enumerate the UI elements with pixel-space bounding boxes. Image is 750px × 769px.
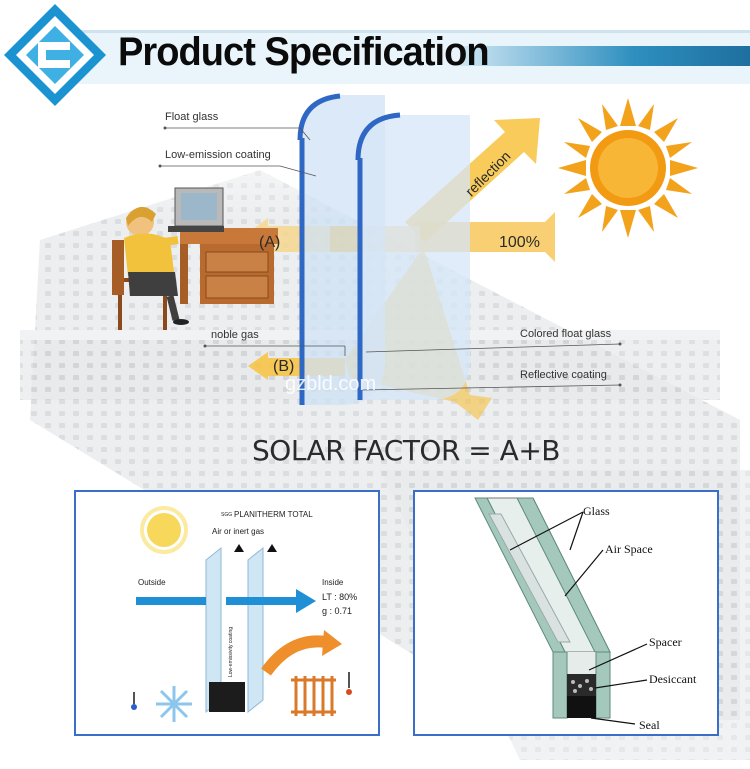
planitherm-panel: SGG PLANITHERM TOTAL Air or inert gas Ou… — [74, 490, 380, 736]
sun-icon — [558, 98, 698, 238]
noble-gas-label: noble gas — [211, 329, 259, 341]
transmission-arrow — [296, 589, 316, 613]
arrow-down-icon — [267, 544, 277, 552]
arrow-b-label: (B) — [273, 358, 295, 375]
thermometer-cold-icon — [131, 692, 137, 710]
arrow-a-label: (A) — [259, 234, 281, 251]
reflective-coating-label: Reflective coating — [520, 369, 607, 381]
page-title: Product Specification — [118, 30, 490, 74]
outside-label: Outside — [138, 578, 166, 587]
g-value: g : 0.71 — [322, 606, 353, 616]
brand-name: PLANITHERM TOTAL — [234, 510, 313, 519]
air-space-label: Air Space — [605, 542, 653, 556]
spacer-bar — [209, 682, 245, 712]
glass-label: Glass — [583, 504, 610, 518]
float-glass-label: Float glass — [165, 111, 219, 123]
inside-label: Inside — [322, 578, 344, 587]
glass-pane-back — [355, 112, 470, 400]
radiator-icon — [291, 676, 336, 716]
watermark: gzbld.com — [285, 373, 377, 395]
desiccant-label: Desiccant — [649, 672, 697, 686]
glass-unit-illustration — [474, 497, 648, 725]
spacer-label: Spacer — [649, 635, 682, 649]
thermometer-hot-icon — [346, 672, 352, 695]
person-at-desk-illustration — [112, 187, 278, 330]
sun-icon — [147, 513, 181, 547]
solar-factor-diagram — [112, 93, 698, 420]
snowflake-icon — [156, 686, 192, 722]
incoming-percent-label: 100% — [499, 234, 540, 251]
colored-float-glass-label: Colored float glass — [520, 328, 612, 340]
glass-unit-crosssection-panel: Glass Air Space Spacer Desiccant Seal — [413, 490, 719, 736]
seal-block — [567, 696, 596, 718]
header-band — [60, 30, 750, 84]
gas-label: Air or inert gas — [212, 527, 265, 536]
lt-value: LT : 80% — [322, 592, 358, 602]
planitherm-illustration — [131, 506, 352, 722]
coating-label: Low-emissivity coating — [228, 626, 234, 677]
brand-logo — [4, 4, 106, 106]
seal-label: Seal — [639, 718, 660, 732]
arrow-down-icon — [234, 544, 244, 552]
solar-factor-formula: SOLAR FACTOR = A+B — [252, 434, 561, 467]
low-emission-coating-label: Low-emission coating — [165, 149, 271, 161]
brand-prefix: SGG — [221, 512, 233, 518]
heat-arrow — [261, 635, 327, 676]
